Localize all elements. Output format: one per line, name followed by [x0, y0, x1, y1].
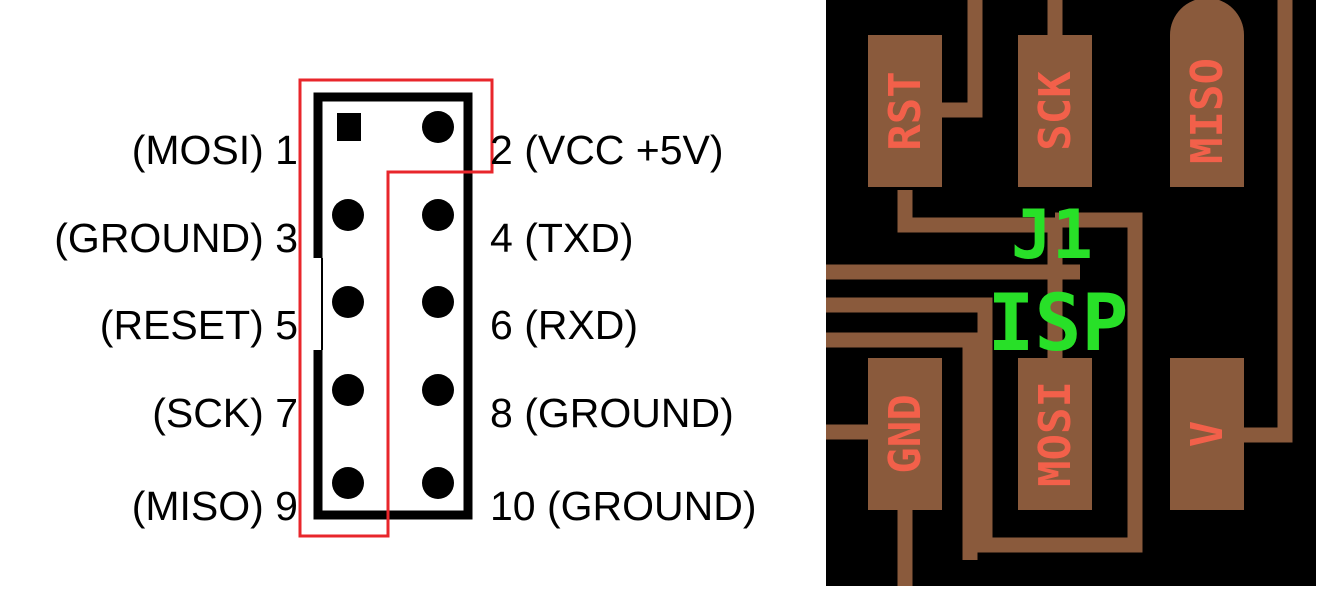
- pin-label-2: 2 (VCC +5V): [490, 127, 724, 173]
- pin-label-10: 10 (GROUND): [490, 483, 757, 529]
- pin-1-square: [337, 113, 361, 141]
- pad-label-sck: SCK: [1030, 71, 1081, 151]
- silk-designator: J1: [1011, 196, 1093, 275]
- pin-7: [332, 374, 364, 406]
- pad-mosi: [1018, 358, 1092, 510]
- pin-label-9: (MISO) 9: [132, 483, 298, 529]
- pin-label-1: (MOSI) 1: [132, 127, 298, 173]
- pin-8: [422, 374, 454, 406]
- pin-5: [332, 286, 364, 318]
- used-pins-highlight: [298, 78, 494, 538]
- pad-label-v: V: [1182, 421, 1233, 448]
- pad-miso: [1170, 0, 1244, 187]
- pin-4: [422, 199, 454, 231]
- pin-2: [422, 111, 454, 143]
- pin-label-7: (SCK) 7: [152, 390, 298, 436]
- pad-label-mosi: MOSI: [1030, 381, 1081, 487]
- pin-label-6: 6 (RXD): [490, 302, 638, 348]
- pad-label-gnd: GND: [880, 394, 931, 473]
- pin-6: [422, 286, 454, 318]
- pad-gnd: [868, 358, 942, 510]
- pad-label-rst: RST: [880, 71, 931, 150]
- pad-v: [1170, 358, 1244, 510]
- pin-10: [422, 467, 454, 499]
- pad-rst: [868, 35, 942, 187]
- pad-label-miso: MISO: [1182, 58, 1233, 164]
- header-pinout: (MOSI) 1 (GROUND) 3 (RESET) 5 (SCK) 7 (M…: [54, 78, 757, 538]
- copper-traces: [826, 0, 1293, 586]
- pin-label-8: 8 (GROUND): [490, 390, 734, 436]
- pin-label-4: 4 (TXD): [490, 215, 634, 261]
- pad-sck: [1018, 35, 1092, 187]
- pin-3: [332, 199, 364, 231]
- pin-9: [332, 467, 364, 499]
- pcb-layout: RST SCK MISO GND MOSI V J1 ISP: [826, 0, 1316, 586]
- pin-label-5: (RESET) 5: [100, 302, 298, 348]
- pcb-pads: [868, 0, 1244, 510]
- silk-footprint-name: ISP: [988, 279, 1129, 369]
- pin-label-3: (GROUND) 3: [54, 215, 298, 261]
